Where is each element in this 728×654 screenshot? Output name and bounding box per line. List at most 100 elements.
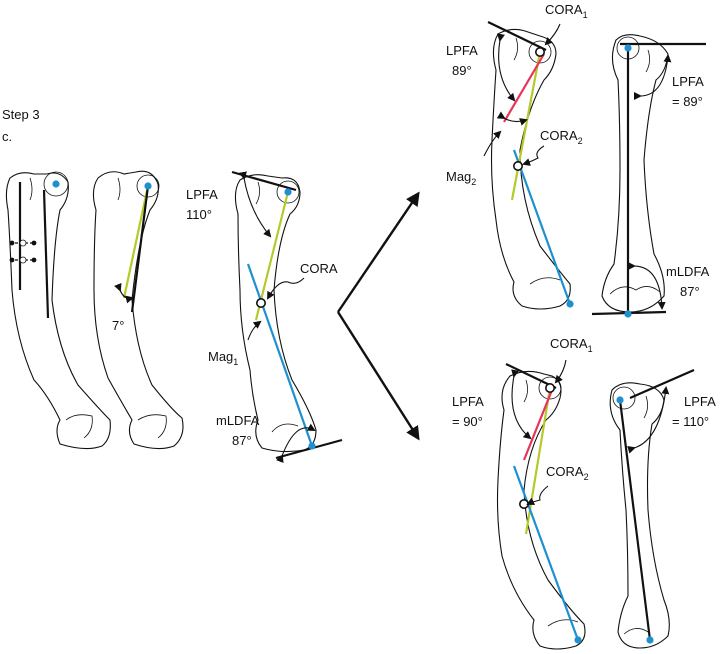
femur-7-outline <box>609 382 670 649</box>
femur-6-cora1-pointer <box>554 359 567 384</box>
femur-3-cora-pointer <box>267 277 305 300</box>
femur-4-mag-label: Mag2 <box>446 169 476 187</box>
femur-1-pin-1 <box>9 240 15 246</box>
step-title: Step 3 <box>2 107 40 122</box>
femur-5-outline <box>601 34 669 313</box>
femur-4-cora1-label: CORA1 <box>545 2 588 20</box>
femur-7-knee-center <box>646 636 654 644</box>
femur-3-mldfa-arc <box>276 423 316 464</box>
femur-6-cora2-label: CORA2 <box>546 464 589 482</box>
femur-2-angle-arc <box>114 282 134 304</box>
femur-4-cora1-marker <box>534 46 545 57</box>
femur-3-lpfa-value: 110° <box>186 207 212 222</box>
femur-2-anatomic-axis <box>122 185 150 299</box>
femur-6-mechanical-axis <box>512 465 580 641</box>
femur-2-head-circle <box>136 174 160 198</box>
femur-6-outline <box>496 370 586 650</box>
femur-4-mag-pointer <box>483 130 502 157</box>
femur-4-lpfa-value: 89° <box>452 63 472 78</box>
femur-4-condyle <box>529 277 561 285</box>
femur-4-cora2-marker <box>512 161 523 172</box>
femur-4-lpfa-line <box>487 21 547 51</box>
femur-7-lpfa-arc <box>627 386 670 454</box>
femur-6-lpfa-value: = 90° <box>452 414 483 429</box>
femur-7-mechanical-line <box>618 399 652 641</box>
femur-6-cora2-marker <box>518 498 529 509</box>
femur-3-head-center <box>284 188 292 196</box>
femur-5-lpfa-arc <box>633 54 672 101</box>
femur-6-condyle <box>547 619 579 627</box>
femur-2-angle-label: 7° <box>112 318 124 333</box>
femur-3-mechanical-axis <box>246 263 314 447</box>
femur-1-pin-2 <box>31 240 37 246</box>
femur-1-pin-3 <box>9 257 15 263</box>
femur-7-lpfa-value: = 110° <box>672 414 709 429</box>
femur-1-hole-2 <box>19 256 27 264</box>
femur-4-knee-center <box>566 300 574 308</box>
femur-4-anatomic-axis <box>510 51 542 201</box>
step-subtitle: c. <box>2 129 12 144</box>
femur-1-axis-line <box>42 189 50 319</box>
femur-3: LPFA 110° CORA Mag1 mLDFA 87° <box>186 170 343 464</box>
femur-3-outline <box>234 174 317 453</box>
branch-arrow-down <box>336 311 420 441</box>
femur-3-knee-center <box>308 442 316 450</box>
femur-4-cora1-pointer <box>544 23 561 46</box>
femur-1-trochanter <box>29 177 33 201</box>
femur-5-knee-center <box>624 310 632 318</box>
femur-6-corrected-axis <box>522 389 554 461</box>
femur-4-head-circle <box>528 40 552 64</box>
branch-arrows <box>336 191 420 441</box>
femur-7-condyle <box>623 628 649 635</box>
femur-3-cora-marker <box>255 297 266 308</box>
femur-2-condyle <box>137 414 167 439</box>
femur-2-outline <box>92 170 184 450</box>
femur-5-mldfa-value: 87° <box>680 284 700 299</box>
femur-6-cora2-pointer <box>526 485 549 505</box>
femur-4-mag-arc <box>496 111 528 126</box>
femur-1-pin-4 <box>31 257 37 263</box>
femur-3-mag-pointer <box>247 320 262 341</box>
femur-5-head-center <box>624 44 632 52</box>
femur-4-cora2-pointer <box>522 145 545 166</box>
femur-6-lpfa-label: LPFA <box>452 394 484 409</box>
femur-2-head-center <box>144 182 152 190</box>
femur-3-lpfa-label: LPFA <box>186 187 218 202</box>
femur-2-trochanter <box>117 177 121 201</box>
femur-4-outline <box>490 28 571 310</box>
femur-1-condyle <box>65 414 93 439</box>
femur-4-mechanical-axis <box>512 149 572 305</box>
femur-4-lpfa-label: LPFA <box>446 43 478 58</box>
femur-7-lpfa-label: LPFA <box>684 394 716 409</box>
femur-1-head-circle <box>43 171 69 197</box>
femur-5-lpfa-label: LPFA <box>672 74 704 89</box>
femur-1-hole-1 <box>19 239 27 247</box>
femur-6-cora1-label: CORA1 <box>550 336 593 354</box>
femur-3-mag-label: Mag1 <box>208 349 238 367</box>
femur-5-mldfa-arc <box>627 261 666 310</box>
femur-5: LPFA = 89° mLDFA 87° <box>591 34 710 318</box>
femur-5-lpfa-value: = 89° <box>672 94 703 109</box>
femur-5-mldfa-label: mLDFA <box>666 264 710 279</box>
femur-3-lpfa-arc <box>239 171 272 238</box>
femur-3-mldfa-label: mLDFA <box>216 413 260 428</box>
femur-2: 7° <box>92 170 184 450</box>
femur-3-head-circle <box>276 180 300 204</box>
femur-6-head-circle <box>538 376 562 400</box>
femur-4-corrected-axis <box>503 53 545 123</box>
femur-3-mldfa-value: 87° <box>232 433 252 448</box>
femur-3-cora-label: CORA <box>300 261 338 276</box>
femur-7: LPFA = 110° <box>609 368 716 649</box>
femur-6: CORA1 LPFA = 90° CORA2 <box>452 336 593 650</box>
femur-2-mechanical-line <box>130 185 150 313</box>
femur-6-lpfa-arc <box>511 369 532 440</box>
femur-6-knee-center <box>574 636 582 644</box>
femur-1-head-center <box>52 180 60 188</box>
femur-4-lpfa-arc <box>497 33 516 102</box>
femur-7-head-center <box>616 396 624 404</box>
femur-1 <box>5 171 111 450</box>
femur-4: CORA1 LPFA 89° CORA2 Mag2 <box>446 2 588 310</box>
femur-6-cora1-marker <box>544 382 555 393</box>
branch-arrow-up <box>337 191 420 313</box>
